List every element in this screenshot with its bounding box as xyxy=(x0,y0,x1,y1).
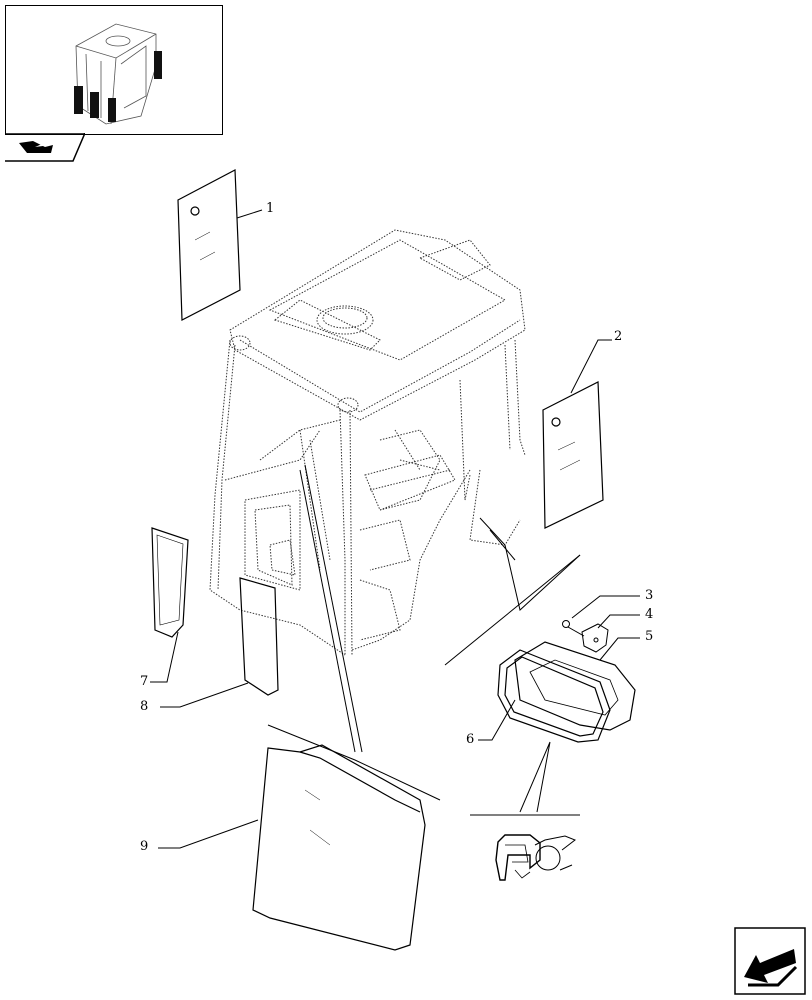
part-1-glass xyxy=(177,169,241,321)
part-5-mirror-frame xyxy=(514,641,636,731)
callout-9: 9 xyxy=(140,839,149,854)
seal-section-detail xyxy=(470,741,580,881)
part-4-bracket xyxy=(581,623,609,653)
callout-2: 2 xyxy=(614,329,623,344)
next-page-button[interactable] xyxy=(734,927,806,995)
part-7-glass xyxy=(151,527,189,638)
next-page-arrow-icon xyxy=(734,927,806,995)
callout-8: 8 xyxy=(140,699,149,714)
callout-5: 5 xyxy=(645,629,654,644)
part-6-seal xyxy=(497,649,611,743)
callout-1: 1 xyxy=(266,201,275,216)
section-nav-tab[interactable] xyxy=(5,132,87,163)
cab-body-outline xyxy=(209,229,526,656)
part-2-glass xyxy=(542,381,604,529)
thumbnail-frame xyxy=(5,5,223,135)
callout-6: 6 xyxy=(466,732,475,747)
part-8-glass xyxy=(239,577,279,696)
callout-4: 4 xyxy=(645,607,654,622)
part-3-bolt xyxy=(562,620,585,637)
callout-7: 7 xyxy=(140,674,149,689)
part-9-windshield xyxy=(252,744,426,951)
cab-thumbnail-icon xyxy=(74,23,162,125)
callout-3: 3 xyxy=(645,588,654,603)
vehicle-section-icon xyxy=(5,132,87,162)
